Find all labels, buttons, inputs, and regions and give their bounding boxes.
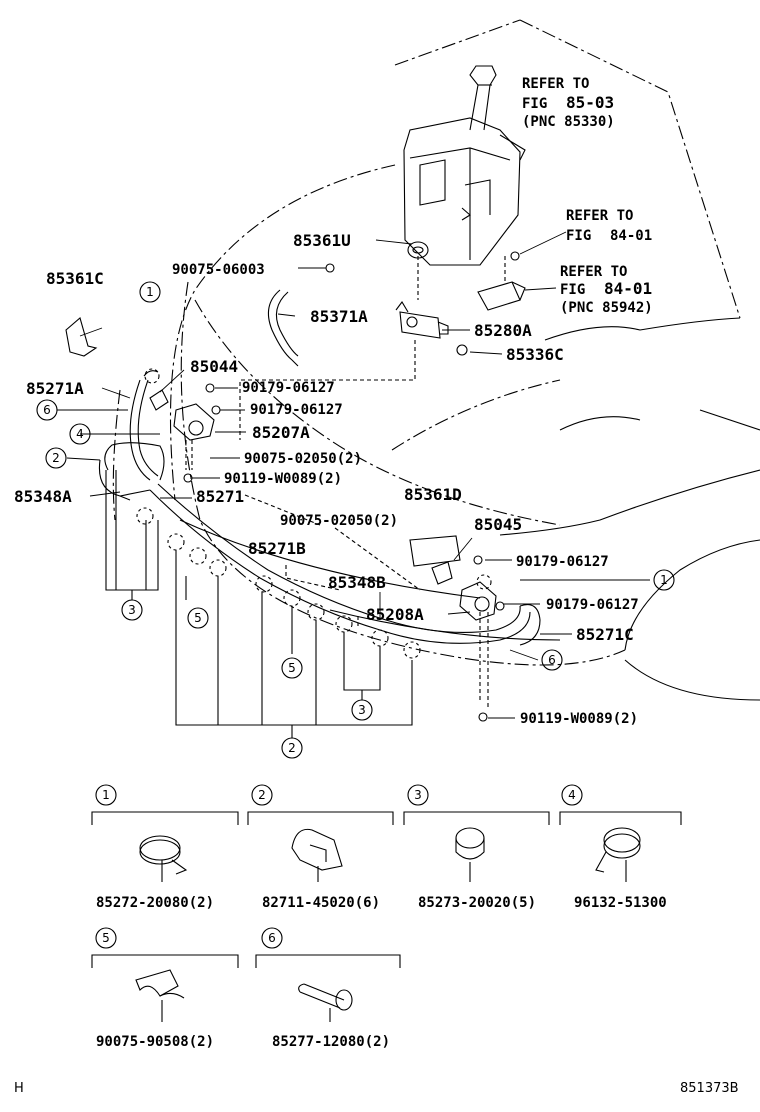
sensor [477, 281, 521, 311]
sleeve-icon-6 [298, 983, 353, 1022]
clamp-icon-1 [139, 835, 188, 882]
callout-5-b: 5 [288, 661, 296, 675]
hose-85371a [267, 289, 299, 367]
legend-num-4: 4 [568, 788, 576, 802]
part-85361u: 85361U [293, 231, 351, 250]
callout-6-right: 6 [548, 653, 556, 667]
bolts [183, 251, 520, 722]
callout-1-top: 1 [146, 285, 154, 299]
callout-4-left: 4 [76, 427, 84, 441]
ref-fignum-2: 84-01 [610, 228, 652, 244]
footer-code: 851373B [680, 1081, 739, 1096]
part-90075-06003: 90075-06003 [172, 262, 265, 278]
part-90075-02050-b: 90075-02050(2) [280, 513, 398, 529]
part-85280a: 85280A [474, 321, 532, 340]
ref-pnc-1: (PNC 85330) [522, 114, 615, 130]
hose-85371a-inner [275, 291, 299, 357]
part-90119-w0089-a: 90119-W0089(2) [224, 471, 342, 487]
washer-tank [403, 65, 526, 266]
legend-part-4: 96132-51300 [574, 895, 667, 911]
ref-label-3: REFER TO [560, 264, 627, 280]
part-85208a: 85208A [366, 605, 424, 624]
part-85336c: 85336C [506, 345, 564, 364]
callout-1-right: 1 [660, 573, 668, 587]
part-85271: 85271 [196, 487, 244, 506]
part-85348a: 85348A [14, 487, 72, 506]
dash-dot-outline [112, 19, 741, 666]
grommet-85361u [407, 241, 429, 259]
band-icon-3 [455, 827, 485, 882]
legend-num-2: 2 [258, 788, 266, 802]
legend-part-2: 82711-45020(6) [262, 895, 380, 911]
part-90179-06127-c: 90179-06127 [516, 554, 609, 570]
ref-fignum-3: 84-01 [604, 279, 652, 298]
part-85371a: 85371A [310, 307, 368, 326]
part-85045: 85045 [474, 515, 522, 534]
bracket-lines [105, 470, 413, 738]
part-90179-06127-a: 90179-06127 [242, 380, 335, 396]
legend-part-6: 85277-12080(2) [272, 1034, 390, 1050]
part-85271b: 85271B [248, 539, 306, 558]
callout-2-left: 2 [52, 451, 60, 465]
part-85207a: 85207A [252, 423, 310, 442]
footer-left: H [14, 1081, 24, 1096]
callout-6-left: 6 [43, 403, 51, 417]
ref-pnc-3: (PNC 85942) [560, 300, 653, 316]
ref-fignum-1: 85-03 [566, 93, 614, 112]
legend-num-3: 3 [414, 788, 422, 802]
callout-2-bottom: 2 [288, 741, 296, 755]
legend-part-1: 85272-20080(2) [96, 895, 214, 911]
ref-label-2: REFER TO [566, 208, 633, 224]
hoses-left [98, 379, 165, 501]
body-outline [179, 317, 760, 701]
callout-3-mid: 3 [358, 703, 366, 717]
cover-85361d [409, 535, 461, 567]
callout-3-left: 3 [128, 603, 136, 617]
ref-label-1: REFER TO [522, 76, 589, 92]
callout-5-a: 5 [194, 611, 202, 625]
nozzle-left [143, 370, 215, 441]
legend-part-5: 90075-90508(2) [96, 1034, 214, 1050]
pad-85361c [65, 317, 98, 357]
part-90075-02050-a: 90075-02050(2) [244, 451, 362, 467]
clip-icon-5 [135, 969, 185, 1022]
legend-num-1: 1 [102, 788, 110, 802]
part-90119-w0089-b: 90119-W0089(2) [520, 711, 638, 727]
legend-num-6: 6 [268, 931, 276, 945]
clip-icon-2 [291, 828, 343, 882]
nozzle-right [431, 561, 497, 621]
legend-num-5: 5 [102, 931, 110, 945]
bumper-hose [149, 483, 541, 646]
part-85361d: 85361D [404, 485, 462, 504]
ref-fig-3: FIG [560, 282, 585, 298]
part-85044: 85044 [190, 357, 238, 376]
clamp-icon-4 [595, 827, 641, 882]
part-90179-06127-b: 90179-06127 [250, 402, 343, 418]
ref-fig-1: FIG [522, 96, 547, 112]
washer-pump [395, 301, 449, 339]
part-85348b: 85348B [328, 573, 386, 592]
part-85271a: 85271A [26, 379, 84, 398]
ref-fig-2: FIG [566, 228, 591, 244]
part-85271c: 85271C [576, 625, 634, 644]
part-85361c: 85361C [46, 269, 104, 288]
callout-circles [36, 281, 675, 759]
part-90179-06127-d: 90179-06127 [546, 597, 639, 613]
legend-brackets [91, 784, 682, 968]
legend-part-3: 85273-20020(5) [418, 895, 536, 911]
leader-lines [57, 231, 650, 719]
